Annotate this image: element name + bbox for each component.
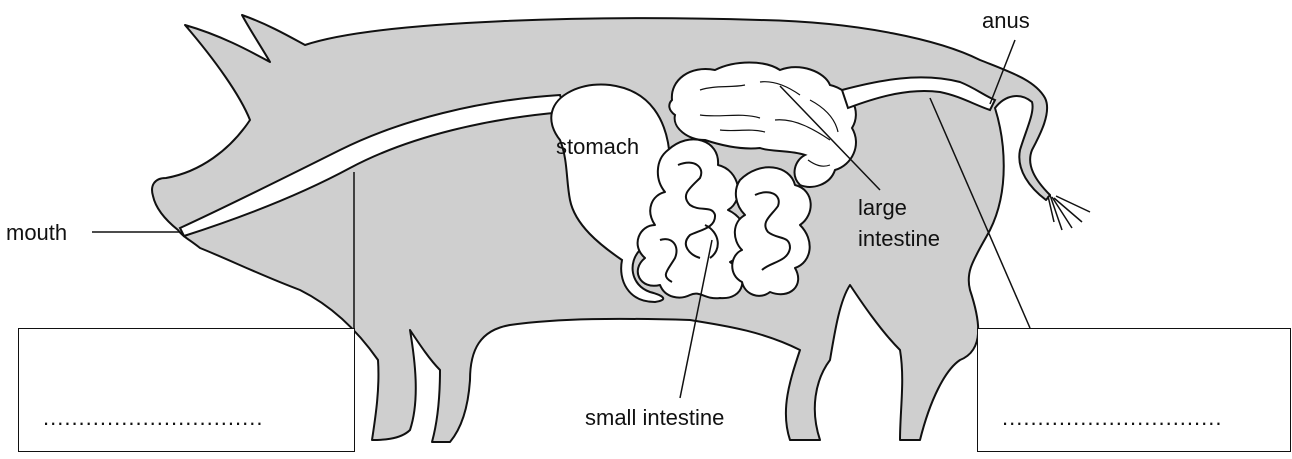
anus-label: anus: [982, 8, 1030, 33]
mouth-label: mouth: [6, 220, 67, 245]
large-intestine-label-line1: large: [858, 195, 907, 220]
small-intestine-label: small intestine: [585, 405, 724, 430]
right-answer-placeholder: ...............................: [1002, 405, 1222, 431]
right-answer-box[interactable]: ...............................: [977, 328, 1291, 452]
tail-tuft: [1048, 195, 1090, 230]
stomach-label: stomach: [556, 134, 639, 159]
large-intestine-label-line2: intestine: [858, 226, 940, 251]
left-answer-placeholder: ...............................: [43, 405, 263, 431]
left-answer-box[interactable]: ...............................: [18, 328, 355, 452]
